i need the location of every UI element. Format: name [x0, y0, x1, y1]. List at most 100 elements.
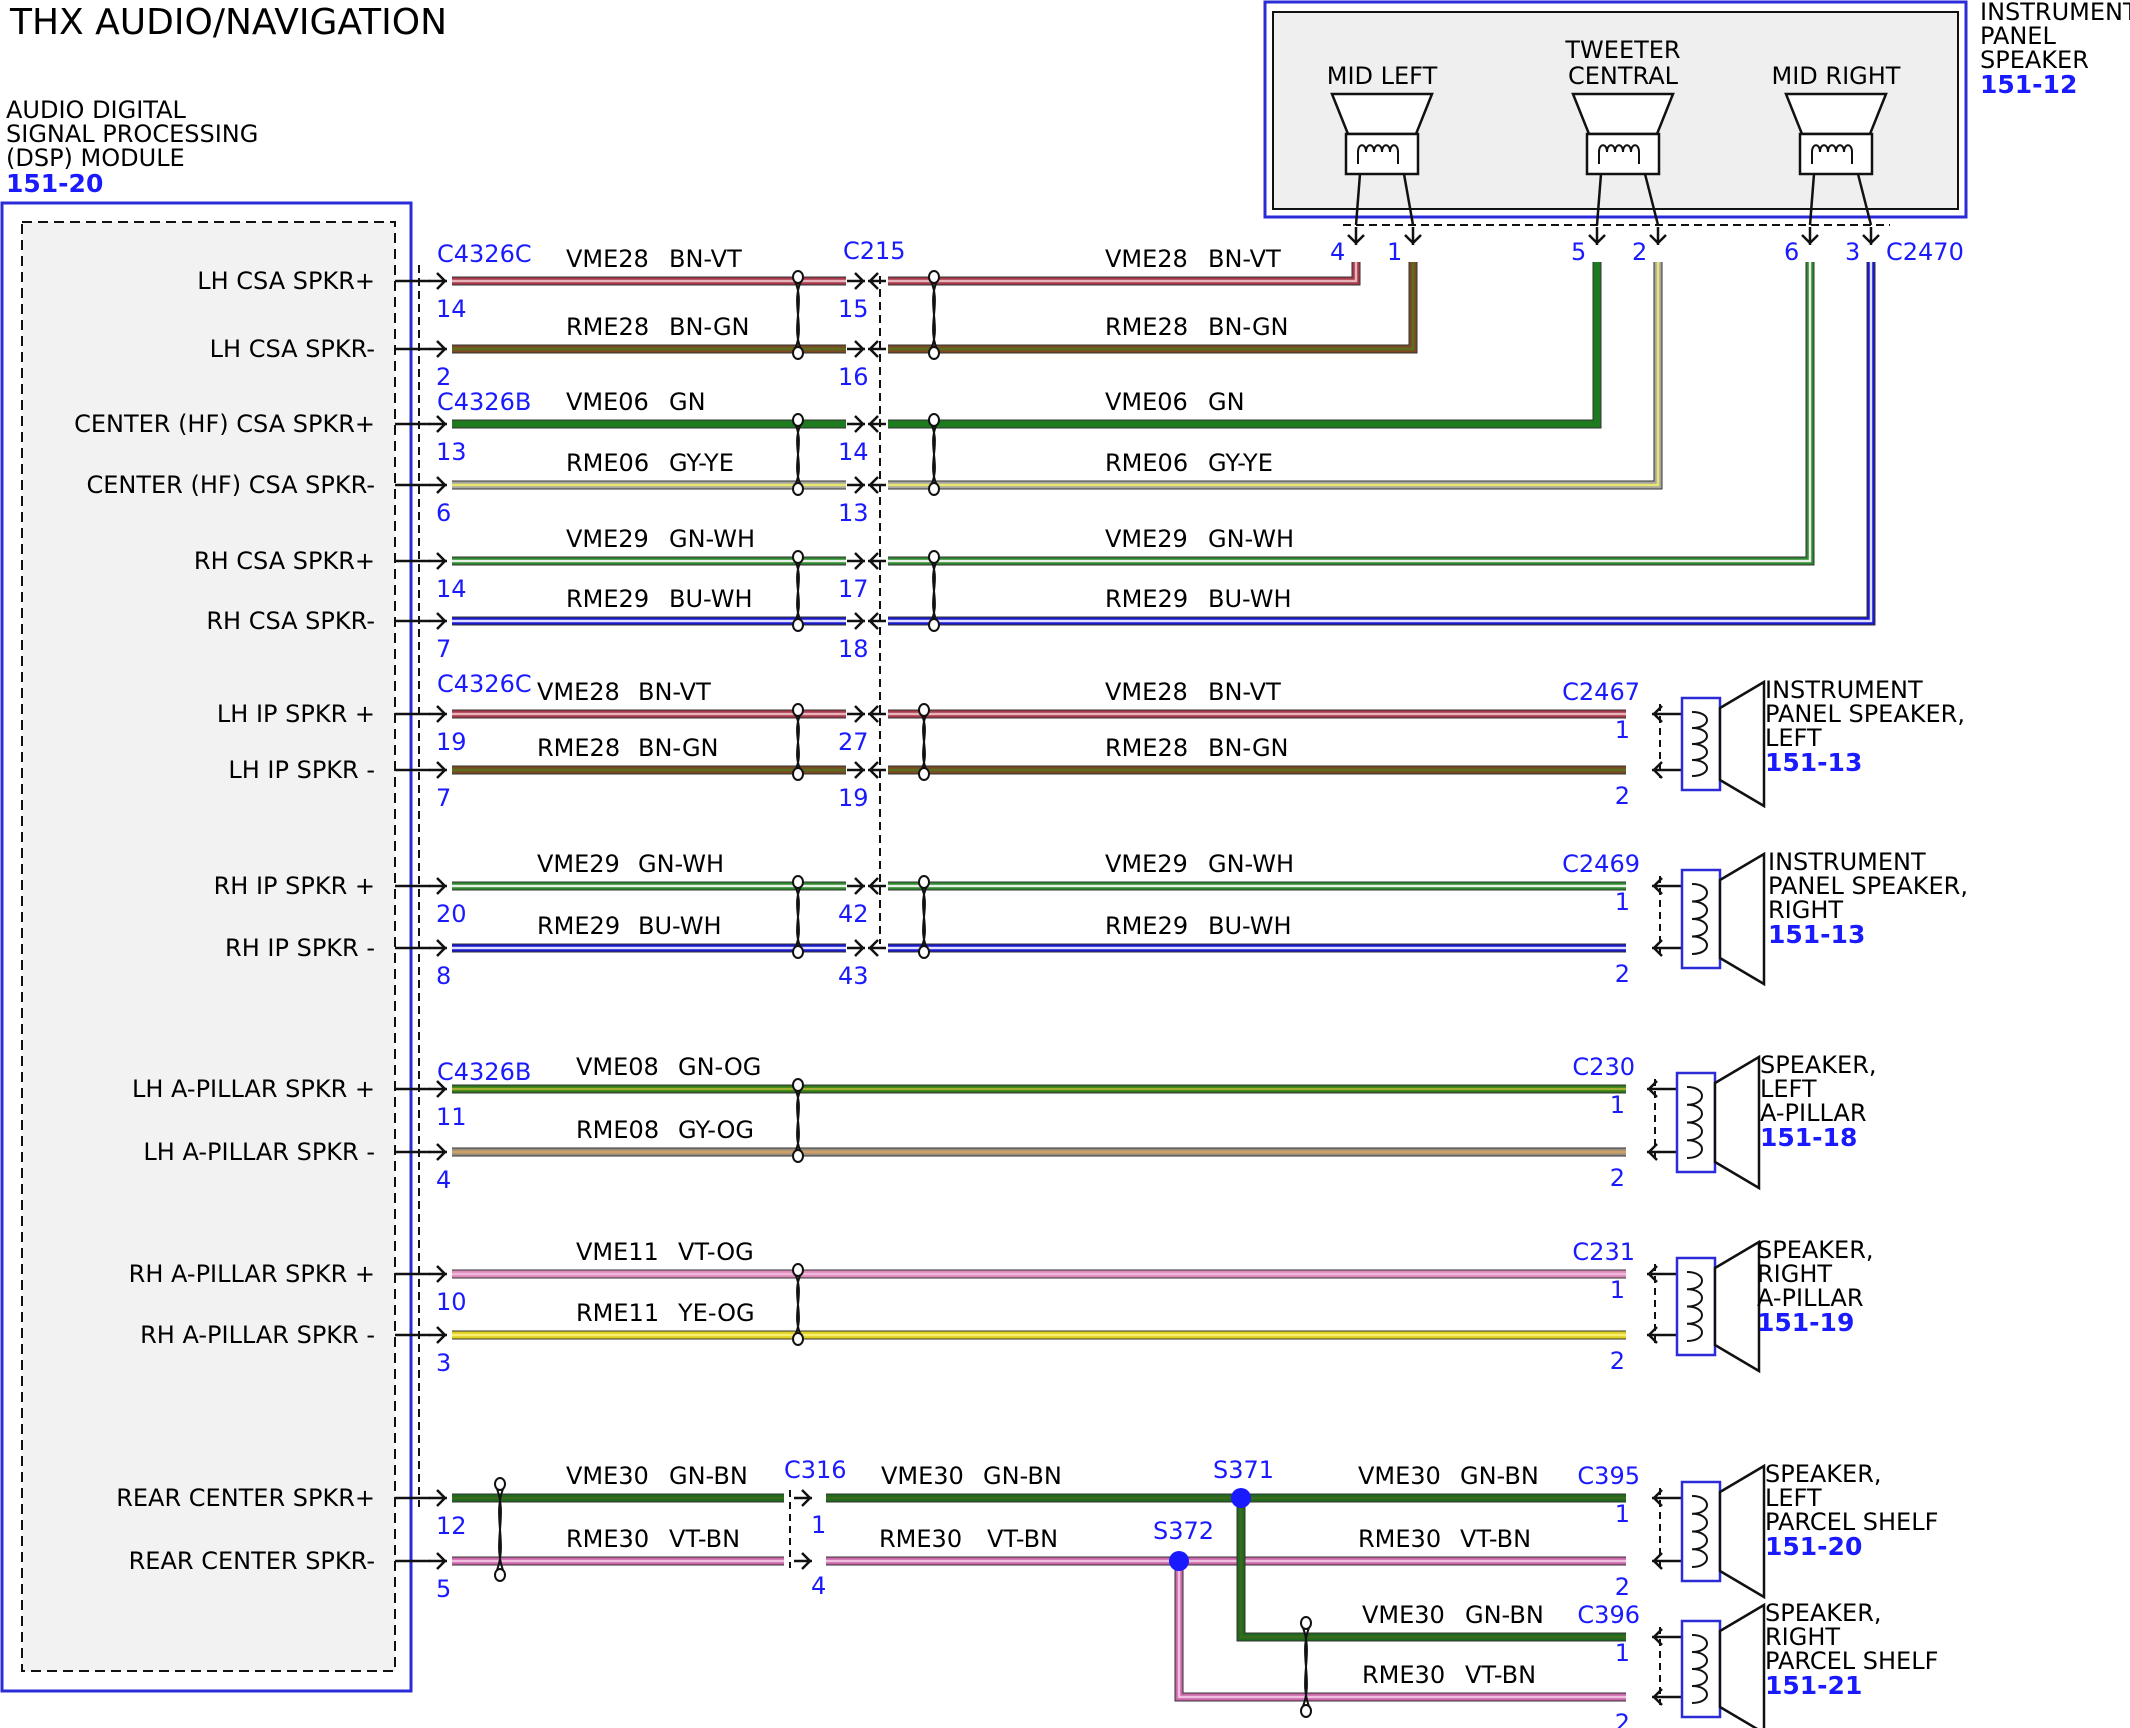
- dsp-pin-arrow: [429, 705, 447, 723]
- circuit-label-right: RME28: [1105, 734, 1188, 762]
- ip-driver-name-1: MID RIGHT: [1772, 62, 1901, 90]
- c215-arrow-in: [847, 476, 865, 494]
- twist-rear-dsp-bottom: [494, 1568, 506, 1582]
- ip-speaker-connector: C2470: [1886, 238, 1964, 266]
- speaker-ref: 151-13: [1768, 920, 1865, 949]
- twist-dsp-side-top: [792, 413, 804, 427]
- ip-driver-lead: [1402, 173, 1415, 226]
- splice-s372: [1169, 1551, 1189, 1571]
- wire-color-label: GY-OG: [678, 1116, 754, 1144]
- circuit-label-rear-plus: VME30: [881, 1462, 964, 1490]
- ip-driver-name-1: MID LEFT: [1327, 62, 1438, 90]
- dsp-pin-number: 8: [436, 962, 451, 990]
- dsp-pin-number: 7: [436, 784, 451, 812]
- wire-color-label-right: GN: [1208, 388, 1245, 416]
- twist-rear-branch-bottom: [1300, 1704, 1312, 1718]
- twist-ip-side: [928, 419, 940, 490]
- speaker-magnet: [1680, 1619, 1722, 1719]
- speaker-name-line: PANEL SPEAKER,: [1765, 700, 1965, 728]
- dsp-pin-label: LH CSA SPKR-: [210, 335, 375, 363]
- speaker-name-line: SPEAKER,: [1760, 1051, 1877, 1079]
- c215-pin-number: 17: [838, 575, 869, 603]
- c215-arrow-out: [868, 761, 886, 779]
- speaker-ref: 151-20: [1765, 1532, 1862, 1561]
- dsp-pin-label: LH IP SPKR -: [228, 756, 375, 784]
- twist-a-pillar-right-bottom: [792, 1332, 804, 1346]
- dsp-connector-c4326b-1: C4326B: [437, 388, 531, 416]
- circuit-label-rear-plus-branch: VME30: [1362, 1601, 1445, 1629]
- twist-rear-branch: [1300, 1622, 1312, 1712]
- wire-segment-ip-speaker: [888, 262, 1875, 625]
- c215-arrow-out: [868, 705, 886, 723]
- speaker-pin-number: 1: [1610, 1091, 1625, 1119]
- speaker-name-line: SPEAKER,: [1765, 1599, 1882, 1627]
- wire-color-label-left: BN-VT: [638, 678, 711, 706]
- wire-color-label-left: BN-VT: [669, 245, 742, 273]
- twist-dsp-side-top: [792, 550, 804, 564]
- wires: [452, 262, 1876, 1702]
- ip-driver-lead: [1808, 173, 1816, 226]
- ip-driver-name-1: TWEETER: [1564, 36, 1680, 64]
- dsp-module-ref: 151-20: [6, 169, 103, 198]
- splice-s372-label: S372: [1153, 1517, 1214, 1545]
- dsp-pin-label: RH A-PILLAR SPKR -: [140, 1321, 375, 1349]
- ip-driver-magnet: [1344, 132, 1420, 176]
- dsp-pin-label: LH IP SPKR +: [217, 700, 375, 728]
- c215-arrow-in: [847, 340, 865, 358]
- dsp-pin-label: RH CSA SPKR-: [206, 607, 375, 635]
- twist-a-pillar-left-top: [792, 1078, 804, 1092]
- speaker-coil: [1691, 1495, 1708, 1568]
- twist-ip-side-bottom: [928, 346, 940, 360]
- circuit-label-rear-plus: VME30: [566, 1462, 649, 1490]
- dsp-pin-arrow: [429, 272, 447, 290]
- dsp-pin-number: 11: [436, 1103, 467, 1131]
- c215-arrow-out: [868, 476, 886, 494]
- dsp-pin-arrow: [429, 939, 447, 957]
- ip-driver-name-2: CENTRAL: [1568, 62, 1679, 90]
- twist-a-pillar-right: [792, 1269, 804, 1340]
- dsp-pin-label: CENTER (HF) CSA SPKR+: [74, 410, 375, 438]
- c215-arrow-in: [847, 877, 865, 895]
- twist-ip-side: [918, 881, 930, 953]
- twist-dsp-side-bottom: [792, 945, 804, 959]
- wire-color-label-rear-minus: VT-BN: [669, 1525, 740, 1553]
- wire-color-label-right: BN-VT: [1208, 678, 1281, 706]
- ip-driver-lead: [1856, 173, 1873, 226]
- dsp-pin-label: REAR CENTER SPKR+: [116, 1484, 375, 1512]
- ip-driver-coil: [1811, 144, 1853, 164]
- dsp-module: AUDIO DIGITAL SIGNAL PROCESSING (DSP) MO…: [0, 96, 532, 1693]
- circuit-label: VME08: [576, 1053, 659, 1081]
- dsp-pin-arrow: [429, 415, 447, 433]
- speaker-coil: [1686, 1271, 1703, 1342]
- speaker-pin-number: 2: [1615, 1573, 1630, 1601]
- speaker-ref: 151-21: [1765, 1671, 1862, 1700]
- speaker-cone: [1718, 679, 1766, 809]
- speaker-cone: [1718, 1602, 1766, 1728]
- dsp-pin-label: RH IP SPKR -: [225, 934, 375, 962]
- circuit-label-left: RME28: [537, 734, 620, 762]
- ip-driver-cone: [1571, 92, 1675, 136]
- wire-color-label-left: BN-GN: [638, 734, 719, 762]
- twist-a-pillar-left-bottom: [792, 1149, 804, 1163]
- speaker-cone: [1713, 1239, 1761, 1374]
- wire-segment-ip-speaker-stripe: [888, 262, 1873, 623]
- speaker-pin-arrow: [1652, 877, 1670, 895]
- speaker-coil: [1691, 711, 1708, 777]
- dsp-pin-arrow: [429, 340, 447, 358]
- wire-segment-ip-speaker-stripe: [888, 262, 1599, 426]
- circuit-label-left: VME06: [566, 388, 649, 416]
- speaker-cone: [1718, 1463, 1766, 1600]
- wire-segment-ip-speaker-stripe: [888, 262, 1358, 283]
- c215-pin-number: 18: [838, 635, 869, 663]
- c215-arrow-in: [847, 552, 865, 570]
- twist-ip-side-top: [918, 703, 930, 717]
- wire-segment-ip-speaker: [888, 262, 1814, 565]
- dsp-pin-number: 14: [436, 575, 467, 603]
- dsp-pin-number: 10: [436, 1288, 467, 1316]
- wire-color-label-left: GN-WH: [669, 525, 755, 553]
- wire-color-label-left: GN-WH: [638, 850, 724, 878]
- splice-s371: [1231, 1488, 1251, 1508]
- wire-color-label-left: BU-WH: [669, 585, 753, 613]
- twist-ip-side: [928, 556, 940, 626]
